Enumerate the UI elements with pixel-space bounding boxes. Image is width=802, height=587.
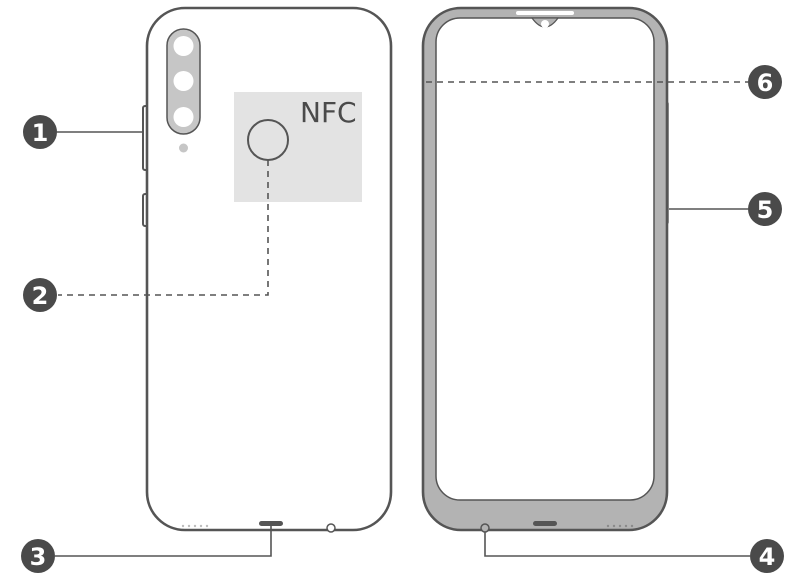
phone-back-view: NFC	[143, 8, 391, 532]
fingerprint-sensor	[248, 120, 288, 160]
callout-number: 4	[759, 543, 776, 571]
screen	[436, 18, 654, 500]
callout-number: 2	[32, 282, 49, 310]
camera-lens-icon	[174, 36, 194, 56]
callout-3: 3	[21, 539, 55, 573]
callout-number: 1	[32, 119, 49, 147]
earpiece	[516, 11, 574, 15]
callout-5: 5	[748, 192, 782, 226]
callout-4: 4	[750, 539, 784, 573]
leader-line-4	[485, 532, 750, 556]
callout-number: 3	[30, 543, 47, 571]
microphone-hole	[327, 524, 335, 532]
flash-icon	[179, 144, 188, 153]
front-camera-icon	[541, 20, 549, 28]
callout-1: 1	[23, 115, 57, 149]
phone-front-view	[423, 8, 669, 532]
usb-port	[259, 521, 283, 526]
camera-lens-icon	[174, 107, 194, 127]
usb-port	[533, 521, 557, 526]
microphone-hole	[481, 524, 489, 532]
callout-6: 6	[748, 65, 782, 99]
camera-lens-icon	[174, 71, 194, 91]
callout-2: 2	[23, 278, 57, 312]
callout-number: 5	[757, 196, 774, 224]
callout-number: 6	[757, 69, 774, 97]
nfc-label: NFC	[300, 96, 357, 129]
